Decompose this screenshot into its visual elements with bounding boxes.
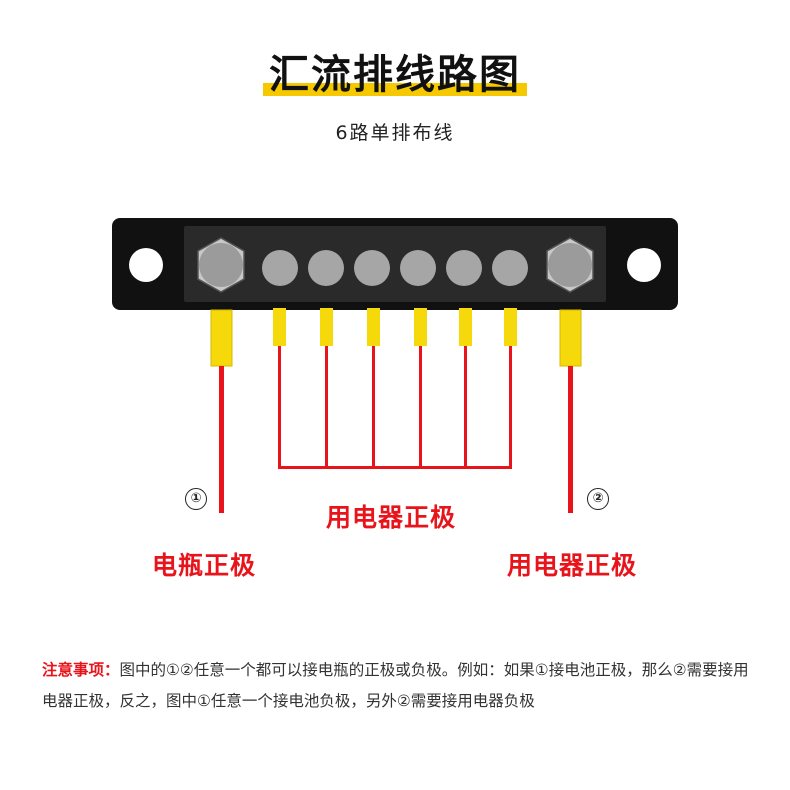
label-battery-positive: 电瓶正极	[152, 551, 257, 580]
main-terminal-left	[197, 237, 245, 293]
terminal-3	[354, 250, 390, 286]
note-label: 注意事项：	[42, 661, 120, 679]
page-title: 汇流排线路图	[263, 42, 527, 100]
note: 注意事项：图中的①②任意一个都可以接电瓶的正极或负极。例如：如果①接电池正极，那…	[42, 655, 754, 717]
title-wrap: 汇流排线路图	[0, 42, 790, 100]
main-wire-left	[210, 309, 233, 513]
terminal-1	[262, 250, 298, 286]
label-load-positive-right: 用电器正极	[507, 551, 638, 580]
terminal-2	[308, 250, 344, 286]
terminal-4	[400, 250, 436, 286]
page-title-text: 汇流排线路图	[269, 52, 521, 98]
title-highlight	[263, 83, 527, 96]
note-text: 图中的①②任意一个都可以接电瓶的正极或负极。例如：如果①接电池正极，那么②需要接…	[42, 661, 749, 710]
mounting-hole-right	[627, 248, 661, 282]
branch-bus-line	[278, 466, 512, 469]
main-wire-right	[559, 309, 582, 513]
busbar-insert	[184, 226, 606, 302]
page-subtitle: 6路单排布线	[335, 122, 455, 144]
label-load-positive-middle: 用电器正极	[326, 503, 457, 532]
mounting-hole-left	[129, 248, 163, 282]
marker-1: ①	[185, 488, 207, 510]
terminal-6	[492, 250, 528, 286]
marker-2: ②	[587, 488, 609, 510]
terminal-5	[446, 250, 482, 286]
branch-wires	[273, 308, 517, 469]
main-terminal-right	[546, 237, 594, 293]
